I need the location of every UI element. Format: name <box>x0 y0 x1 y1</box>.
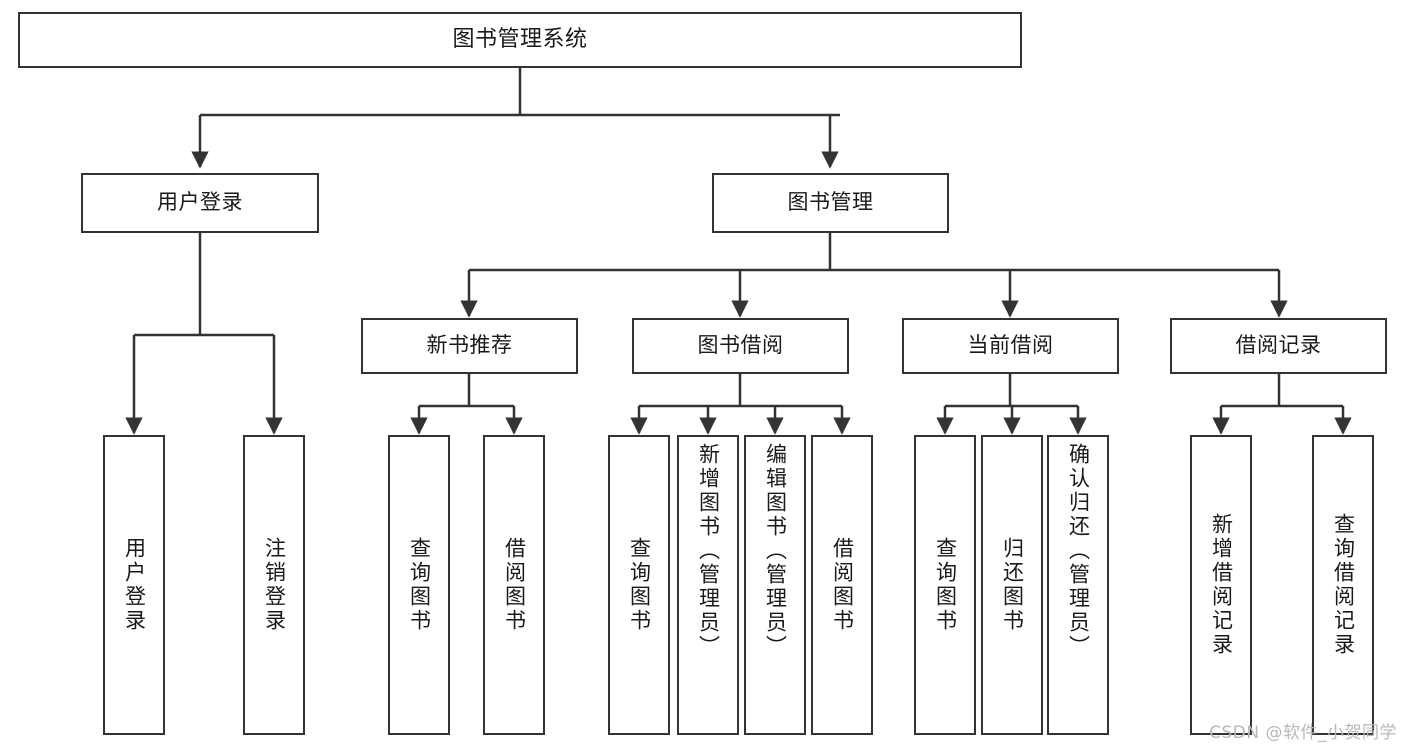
node-borrow-record-label: 借阅记录 <box>1235 333 1322 358</box>
leaf-user-login-login[interactable]: 用户登录 <box>103 435 165 735</box>
leaf-new-book-borrow-book[interactable]: 借阅图书 <box>483 435 545 735</box>
node-new-book-recommend-label: 新书推荐 <box>426 333 513 358</box>
node-current-borrow-label: 当前借阅 <box>967 333 1054 358</box>
leaf-user-login-logout-label: 注销登录 <box>262 537 287 633</box>
leaf-new-book-query-book[interactable]: 查询图书 <box>388 435 450 735</box>
leaf-current-borrow-query-book[interactable]: 查询图书 <box>914 435 976 735</box>
node-book-management-label: 图书管理 <box>787 190 874 215</box>
leaf-book-borrow-borrow-book[interactable]: 借阅图书 <box>811 435 873 735</box>
leaf-borrow-record-query-record[interactable]: 查询借阅记录 <box>1312 435 1374 735</box>
leaf-current-borrow-return-book-label: 归还图书 <box>1000 537 1025 633</box>
leaf-borrow-record-query-record-label: 查询借阅记录 <box>1331 513 1356 657</box>
leaf-book-borrow-add-book-admin-label: 新增图书（管理员） <box>696 443 721 659</box>
leaf-borrow-record-add-record-label: 新增借阅记录 <box>1209 513 1234 657</box>
leaf-book-borrow-edit-book-admin[interactable]: 编辑图书（管理员） <box>744 435 806 735</box>
node-root-book-management-system[interactable]: 图书管理系统 <box>18 12 1022 68</box>
leaf-book-borrow-add-book-admin[interactable]: 新增图书（管理员） <box>677 435 739 735</box>
leaf-user-login-login-label: 用户登录 <box>122 537 147 633</box>
node-book-management[interactable]: 图书管理 <box>712 173 949 233</box>
leaf-user-login-logout[interactable]: 注销登录 <box>243 435 305 735</box>
leaf-borrow-record-add-record[interactable]: 新增借阅记录 <box>1190 435 1252 735</box>
leaf-book-borrow-query-book[interactable]: 查询图书 <box>608 435 670 735</box>
node-user-login[interactable]: 用户登录 <box>81 173 319 233</box>
node-current-borrow[interactable]: 当前借阅 <box>902 318 1119 374</box>
leaf-current-borrow-confirm-return-admin-label: 确认归还（管理员） <box>1066 443 1091 659</box>
node-book-borrow[interactable]: 图书借阅 <box>632 318 849 374</box>
node-user-login-label: 用户登录 <box>157 190 243 215</box>
node-book-borrow-label: 图书借阅 <box>697 333 784 358</box>
leaf-book-borrow-borrow-book-label: 借阅图书 <box>830 537 855 633</box>
leaf-new-book-query-book-label: 查询图书 <box>407 537 432 633</box>
node-root-label: 图书管理系统 <box>452 26 588 52</box>
leaf-current-borrow-query-book-label: 查询图书 <box>933 537 958 633</box>
leaf-book-borrow-edit-book-admin-label: 编辑图书（管理员） <box>763 443 788 659</box>
leaf-current-borrow-confirm-return-admin[interactable]: 确认归还（管理员） <box>1047 435 1109 735</box>
watermark-text: CSDN @软件_小贺同学 <box>1209 723 1397 743</box>
leaf-book-borrow-query-book-label: 查询图书 <box>627 537 652 633</box>
leaf-current-borrow-return-book[interactable]: 归还图书 <box>981 435 1043 735</box>
node-borrow-record[interactable]: 借阅记录 <box>1170 318 1387 374</box>
leaf-new-book-borrow-book-label: 借阅图书 <box>502 537 527 633</box>
node-new-book-recommend[interactable]: 新书推荐 <box>361 318 578 374</box>
